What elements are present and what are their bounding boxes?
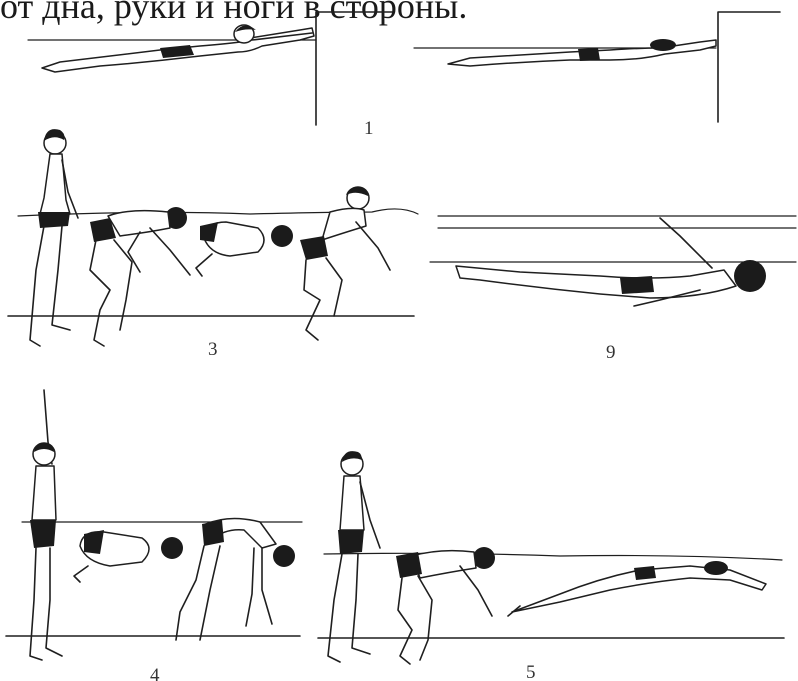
figure-5-push-off-glide: 5 <box>318 451 784 681</box>
swim-trunks <box>396 552 422 578</box>
swim-trunks <box>634 566 656 580</box>
swim-trunks <box>578 48 600 61</box>
pool-wall <box>718 12 780 122</box>
rising-boy <box>300 187 390 340</box>
swim-trunks <box>338 530 364 554</box>
figure-label-1: 1 <box>364 118 374 139</box>
crouching-boy <box>90 207 190 346</box>
gliding-boy <box>508 561 766 616</box>
swim-trunks <box>620 276 654 294</box>
swim-trunks <box>300 236 328 260</box>
figure-label-4: 4 <box>150 665 160 681</box>
figure-2-glide-face-down: 1 <box>364 12 780 139</box>
boy-tucked <box>74 530 183 582</box>
boy-bending <box>176 518 295 640</box>
figure-9-back-float: 9 <box>430 216 796 363</box>
figure-label-5: 5 <box>526 662 536 681</box>
swim-trunks <box>30 520 56 548</box>
swim-trunks <box>202 520 224 546</box>
figure-3-tuck-sequence: 3 <box>8 129 418 360</box>
pool-wall <box>316 12 392 125</box>
standing-boy <box>328 451 380 662</box>
swim-trunks <box>38 212 70 228</box>
tucked-boy <box>196 222 293 276</box>
water-surface-line <box>324 553 782 560</box>
figure-label-3: 3 <box>208 339 218 360</box>
crouching-boy <box>396 547 495 664</box>
figure-1-glide-at-wall <box>28 12 392 125</box>
boy-arm-raised <box>30 390 62 660</box>
standing-boy <box>30 129 78 346</box>
figure-label-9: 9 <box>606 342 616 363</box>
figure-4-arm-raise-and-dive: 4 <box>6 390 302 681</box>
